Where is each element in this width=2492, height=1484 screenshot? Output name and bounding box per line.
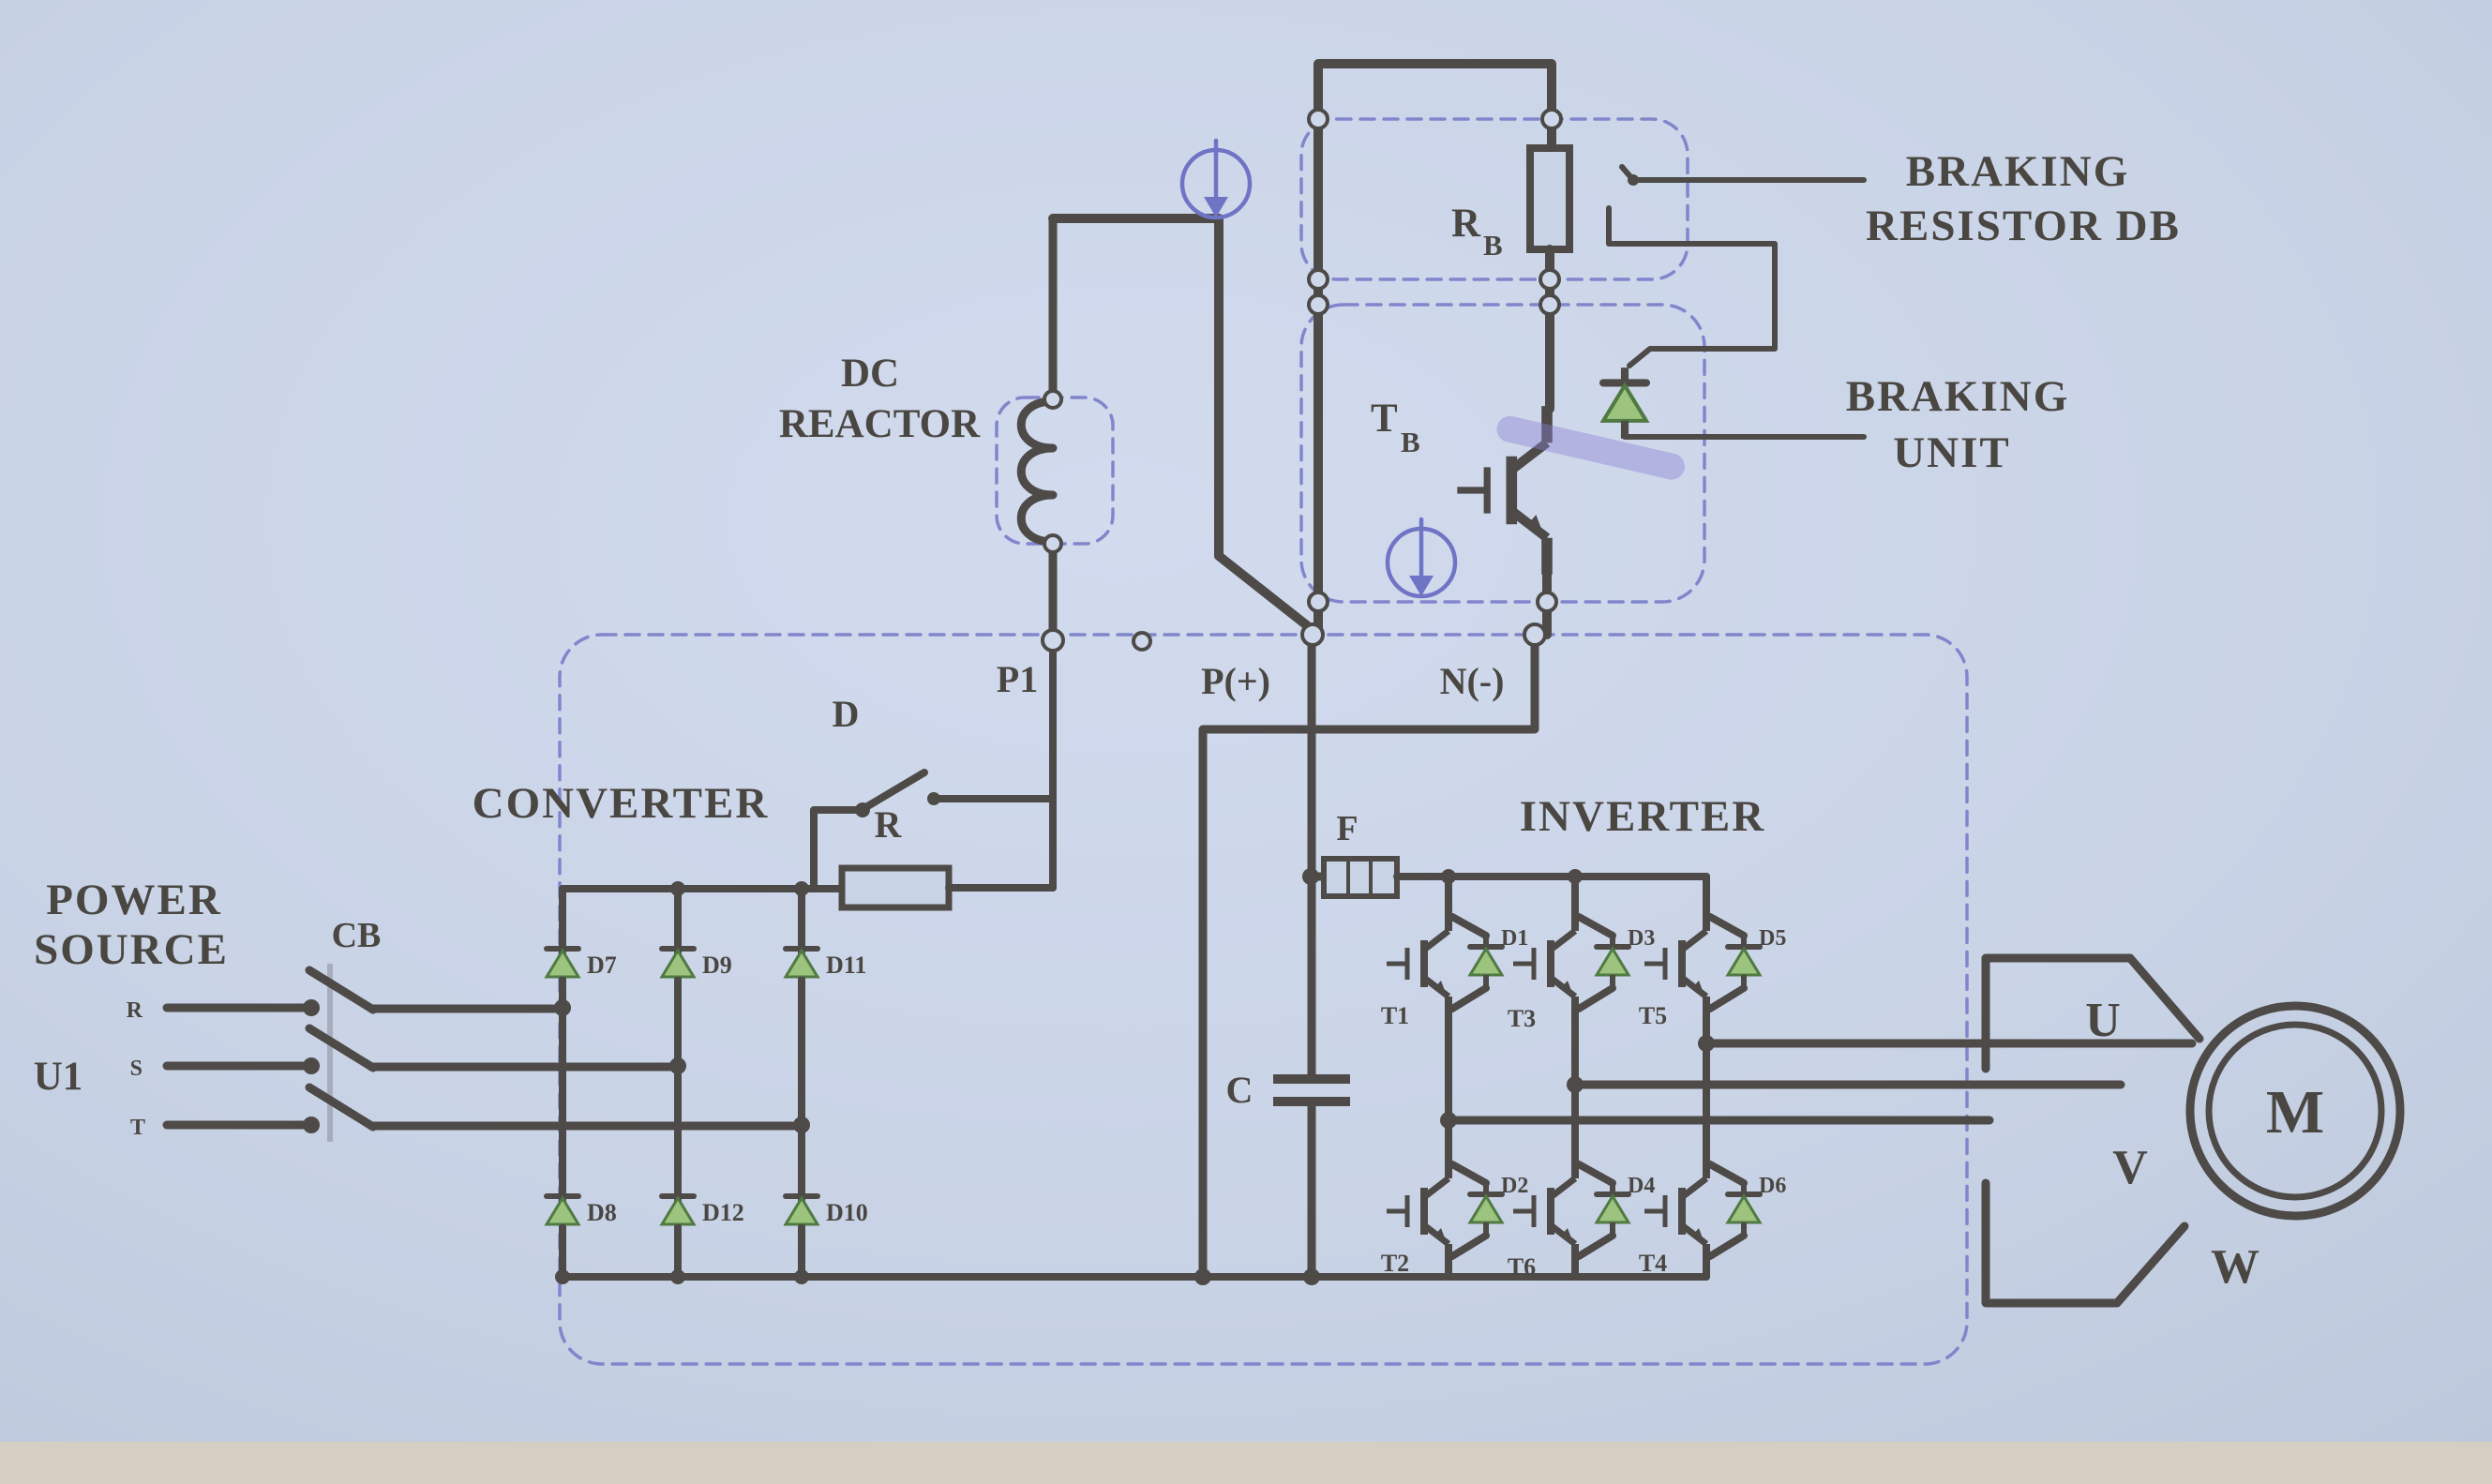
converter-diode-labels: D7 D9 D11 D8 D12 D10 bbox=[587, 952, 868, 1226]
inverter-transistor-label: T4 bbox=[1639, 1250, 1667, 1277]
dc-reactor-label-line2: REACTOR bbox=[779, 402, 981, 446]
motor-terminal-funnel bbox=[1981, 953, 2204, 1308]
inverter-device-labels: T1 T3 T5 T2 T6 T4 D1 D3 D5 D2 D4 D6 bbox=[1381, 926, 1787, 1281]
converter-diode-label: D11 bbox=[826, 952, 866, 979]
braking-unit-boundary bbox=[1299, 303, 1706, 604]
motor-output-lines bbox=[1444, 1039, 2197, 1125]
braking-unit-label-line1: BRAKING bbox=[1846, 372, 2070, 421]
inverter-diode-label: D4 bbox=[1628, 1174, 1655, 1198]
power-source-label-line1: POWER bbox=[46, 876, 222, 924]
fuse bbox=[1302, 856, 1710, 899]
inverter-transistor-label: T5 bbox=[1639, 1002, 1667, 1029]
braking-transistor-symbol-sub: B bbox=[1401, 426, 1420, 458]
converter-bridge bbox=[547, 881, 1710, 1284]
converter-diode-label: D9 bbox=[702, 952, 732, 979]
braking-highlight bbox=[1496, 415, 1685, 480]
smoothing-capacitor bbox=[1273, 872, 1350, 1285]
inverter-diode-label: D3 bbox=[1628, 926, 1655, 951]
inverter-transistor-label: T6 bbox=[1508, 1253, 1536, 1281]
inverter-transistor-label: T2 bbox=[1381, 1250, 1409, 1277]
dc-bus-negative bbox=[1194, 635, 1539, 1285]
braking-transistor-symbol: T bbox=[1371, 397, 1398, 441]
bypass-switch-label: D bbox=[833, 693, 860, 735]
inverter-diode-label: D5 bbox=[1759, 926, 1786, 951]
inverter-transistor-label: T1 bbox=[1381, 1002, 1409, 1029]
charge-resistor-label: R bbox=[875, 803, 903, 846]
motor-symbol: M bbox=[2266, 1078, 2324, 1147]
power-source-label-line2: SOURCE bbox=[34, 925, 229, 974]
capacitor-label: C bbox=[1226, 1069, 1254, 1111]
terminal-n-minus-label: N(-) bbox=[1440, 660, 1505, 702]
converter-diode-label: D12 bbox=[702, 1199, 744, 1226]
phase-label-t: T bbox=[130, 1116, 145, 1140]
converter-diode-label: D7 bbox=[587, 952, 617, 979]
inverter-title: INVERTER bbox=[1520, 792, 1765, 841]
motor bbox=[2185, 1001, 2405, 1221]
braking-resistor-symbol: R bbox=[1451, 202, 1481, 246]
motor-labels: U V W M bbox=[2085, 994, 2324, 1294]
terminal-labels: P1 P(+) N(-) D R F C R B T B bbox=[833, 202, 1505, 1111]
circuit-breaker bbox=[305, 964, 806, 1142]
fuse-label: F bbox=[1336, 809, 1358, 848]
phase-label-r: R bbox=[127, 998, 143, 1023]
phase-label-s: S bbox=[130, 1057, 143, 1081]
paper-edge bbox=[0, 1442, 2492, 1484]
source-id-label: U1 bbox=[34, 1055, 83, 1099]
boundary-terminal-nodes bbox=[1041, 108, 1563, 652]
motor-terminal-v: V bbox=[2112, 1141, 2148, 1194]
inverter-diode-label: D2 bbox=[1501, 1174, 1528, 1198]
dc-reactor bbox=[1016, 214, 1063, 645]
inverter-diode-label: D1 bbox=[1501, 926, 1528, 951]
converter-diode-label: D8 bbox=[587, 1199, 617, 1226]
terminal-p1-label: P1 bbox=[997, 658, 1038, 700]
converter-diode-label: D10 bbox=[826, 1199, 868, 1226]
section-labels: POWER SOURCE U1 CB R S T CONVERTER INVER… bbox=[34, 147, 2181, 1140]
braking-resistor-circuit bbox=[1314, 59, 1573, 635]
braking-resistor-label-line2: RESISTOR DB bbox=[1866, 202, 2181, 250]
braking-unit-label-line2: UNIT bbox=[1893, 428, 2011, 477]
inverter-diode-label: D6 bbox=[1759, 1174, 1786, 1198]
terminal-p-plus-label: P(+) bbox=[1201, 660, 1270, 702]
breaker-label: CB bbox=[332, 916, 382, 955]
braking-resistor-symbol-sub: B bbox=[1483, 229, 1503, 262]
converter-title: CONVERTER bbox=[473, 779, 770, 828]
motor-terminal-u: U bbox=[2085, 994, 2121, 1047]
braking-resistor-label-line1: BRAKING bbox=[1906, 147, 2130, 196]
charge-resistor-circuit bbox=[810, 637, 1057, 911]
three-phase-input bbox=[162, 999, 320, 1133]
inverter-transistor-label: T3 bbox=[1508, 1005, 1536, 1032]
external-braking-terminals bbox=[1606, 164, 1867, 440]
motor-terminal-w: W bbox=[2211, 1240, 2259, 1294]
dc-reactor-label-line1: DC bbox=[841, 352, 899, 396]
